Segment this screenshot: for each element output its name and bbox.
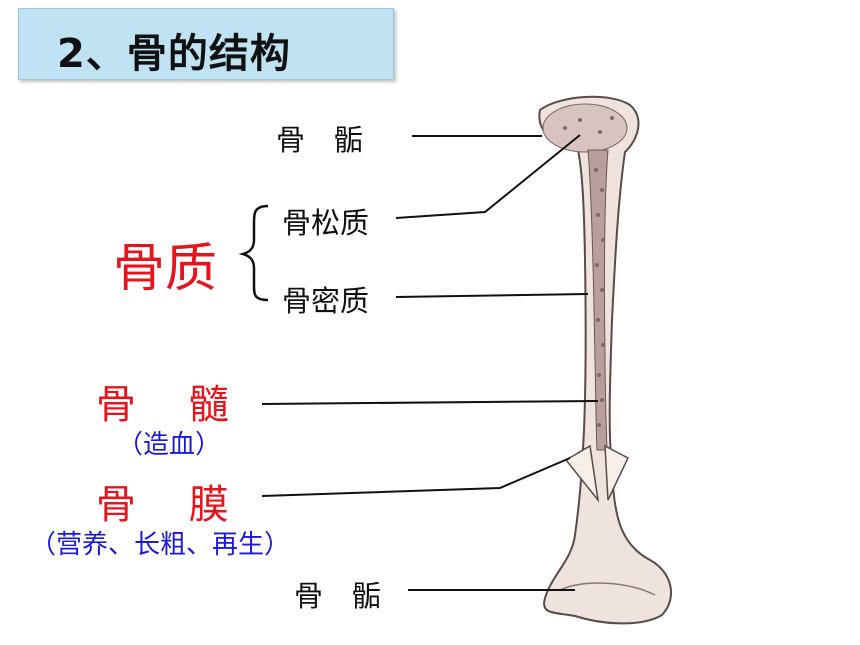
label-periosteum-note: （营养、长粗、再生）: [30, 530, 291, 560]
leader-spongy-bone: [395, 134, 581, 219]
title-banner: 2、骨的结构: [18, 8, 394, 80]
bone-substance-brace: [238, 204, 269, 302]
head-spongy-texture: [542, 103, 628, 153]
label-epiphysis-bottom: 骨 骺: [294, 579, 382, 613]
page-title: 2、骨的结构: [57, 31, 291, 77]
label-spongy-bone: 骨松质: [282, 206, 370, 240]
leader-marrow: [261, 400, 599, 405]
periosteum-flap: [604, 444, 629, 501]
label-epiphysis-top: 骨 骺: [276, 123, 364, 157]
leader-lines: [261, 134, 599, 591]
label-marrow: 骨 髓: [96, 382, 229, 428]
label-bone-substance: 骨质: [113, 239, 218, 299]
label-periosteum: 骨 膜: [96, 482, 229, 528]
leader-periosteum: [261, 457, 571, 497]
label-marrow-note: （造血）: [117, 430, 222, 460]
periosteum-flap: [564, 444, 600, 503]
bottom-epiphysis-shading: [559, 582, 656, 596]
femur-illustration: [538, 95, 672, 625]
marrow-speckles: [563, 116, 614, 427]
label-compact-bone: 骨密质: [282, 284, 370, 318]
leader-compact-bone: [395, 293, 589, 298]
